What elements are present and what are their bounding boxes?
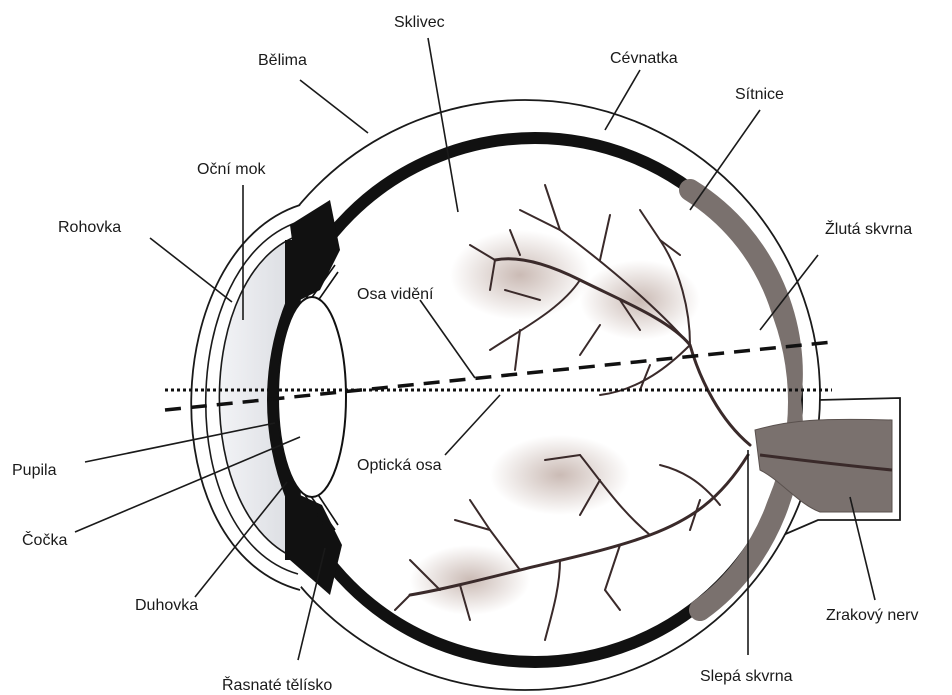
- label-osa-videni: Osa vidění: [357, 286, 434, 303]
- label-slepa-skvrna: Slepá skvrna: [700, 668, 793, 685]
- label-sitnice: Sítnice: [735, 86, 784, 103]
- label-rohovka: Rohovka: [58, 219, 121, 236]
- label-zluta-skvrna: Žlutá skvrna: [825, 219, 912, 238]
- label-zrakovy-nerv: Zrakový nerv: [826, 607, 918, 624]
- label-ocni-mok: Oční mok: [197, 161, 266, 178]
- label-belima: Bělima: [258, 52, 307, 69]
- label-opticka-osa: Optická osa: [357, 457, 442, 474]
- label-rasnate-telisko: Řasnaté tělísko: [222, 675, 332, 694]
- label-sklivec: Sklivec: [394, 14, 445, 31]
- label-duhovka: Duhovka: [135, 597, 198, 614]
- label-cocka: Čočka: [22, 530, 67, 549]
- label-pupila: Pupila: [12, 462, 57, 479]
- label-cevnatka: Cévnatka: [610, 50, 678, 67]
- lens: [278, 297, 346, 497]
